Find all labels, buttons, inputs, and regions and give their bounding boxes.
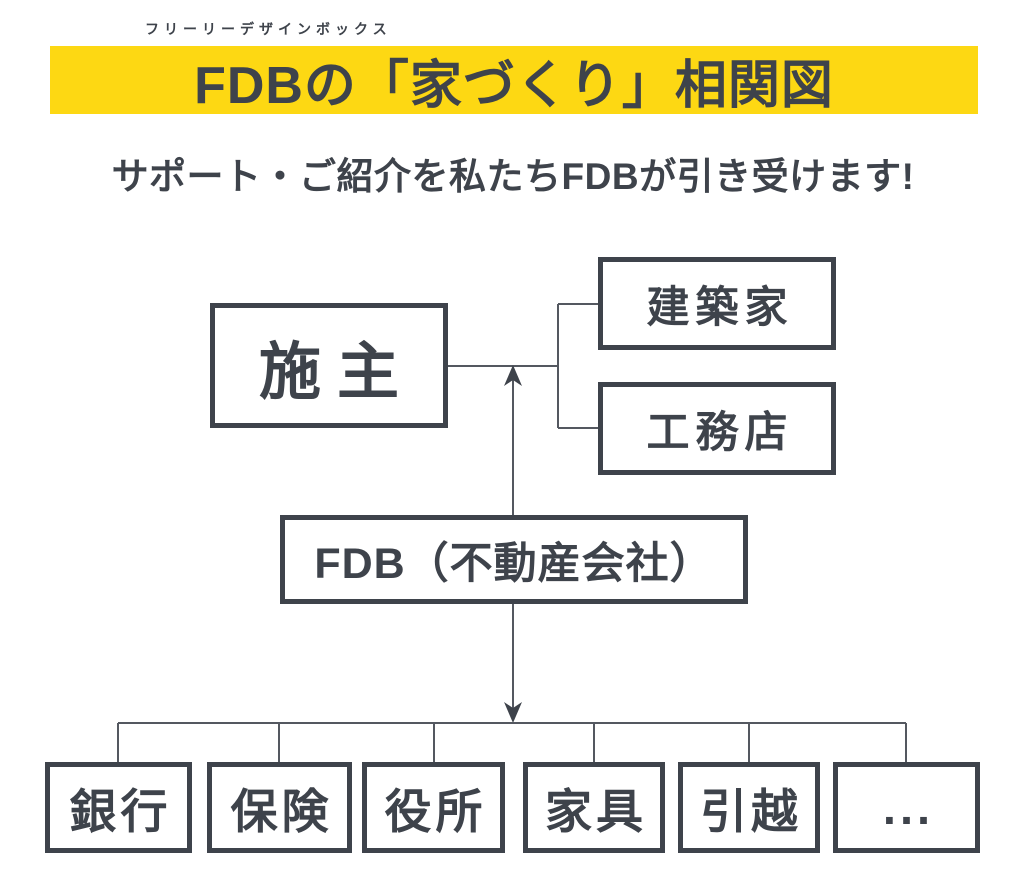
node-owner: 施主 [210, 303, 448, 428]
node-fdb-company: FDB（不動産会社） [280, 515, 748, 604]
node-insurance: 保険 [207, 762, 352, 853]
arrow-up-icon [504, 365, 522, 386]
node-furniture: 家具 [523, 762, 665, 853]
subtitle-text: サポート・ご紹介を私たちFDBが引き受けます! [111, 156, 915, 197]
service-drop-lines [117, 723, 907, 762]
node-builder: 工務店 [598, 382, 836, 475]
partners-bracket [557, 303, 598, 429]
node-government-office: 役所 [362, 762, 505, 853]
node-architect: 建築家 [598, 257, 836, 350]
title-banner: FDBの「家づくり」相関図 [50, 46, 978, 115]
arrow-down-icon [504, 702, 522, 723]
node-moving: 引越 [678, 762, 820, 853]
brand-furigana-label: フリーリーデザインボックス [145, 21, 392, 37]
node-etc: ... [833, 762, 980, 853]
node-bank: 銀行 [45, 762, 192, 853]
page-title: FDBの「家づくり」相関図 [194, 56, 834, 115]
